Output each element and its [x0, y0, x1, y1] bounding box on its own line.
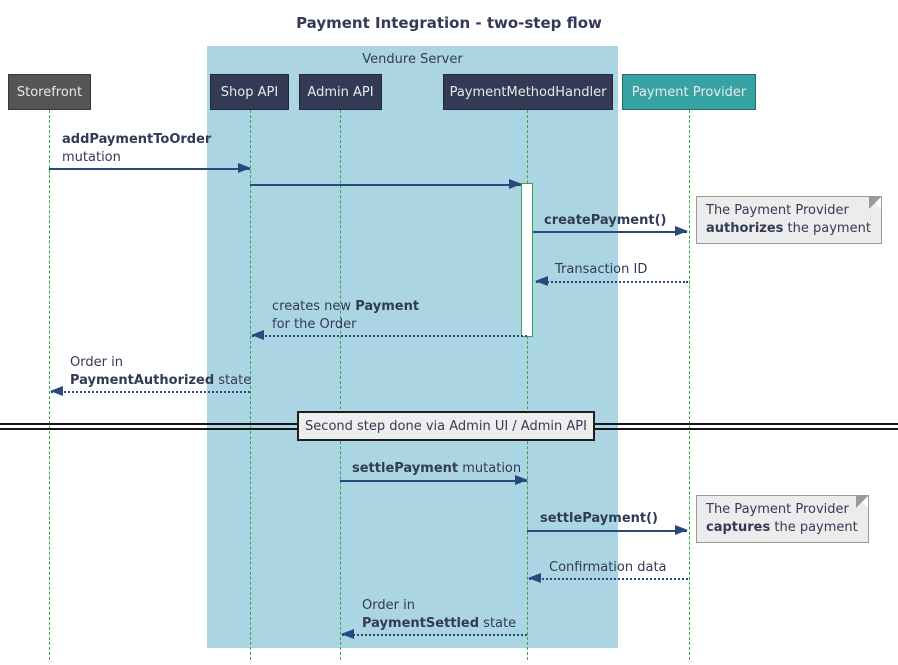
- activation-bar-payment-method-handler: [521, 183, 533, 337]
- message-label-transaction-id: Transaction ID: [555, 261, 647, 279]
- arrow-settle-call: [527, 525, 688, 535]
- divider-label: Second step done via Admin UI / Admin AP…: [305, 418, 587, 434]
- divider-label-box: Second step done via Admin UI / Admin AP…: [297, 411, 595, 441]
- message-order-settled-post: state: [479, 616, 517, 631]
- message-label-creates-payment: creates new Payment for the Order: [272, 298, 419, 334]
- participant-storefront: Storefront: [8, 74, 91, 110]
- lifeline-payment-provider: [689, 110, 690, 660]
- note-authorize-line1: The Payment Provider: [706, 203, 849, 218]
- participant-payment-method-handler-label: PaymentMethodHandler: [449, 84, 607, 100]
- diagram-title: Payment Integration - two-step flow: [296, 14, 602, 32]
- note-authorize-bold: authorizes: [706, 221, 784, 236]
- message-creates-payment-pre: creates new: [272, 299, 356, 314]
- note-capture-bold: captures: [706, 520, 771, 535]
- message-creates-payment-line2: for the Order: [272, 317, 357, 332]
- arrow-transaction-id: [535, 276, 688, 286]
- participant-admin-api: Admin API: [299, 74, 382, 110]
- participant-payment-method-handler: PaymentMethodHandler: [443, 74, 613, 110]
- participant-shop-api: Shop API: [210, 74, 289, 110]
- note-capture-line1: The Payment Provider: [706, 502, 849, 517]
- message-order-settled-bold: PaymentSettled: [362, 616, 480, 631]
- participant-shop-api-label: Shop API: [220, 84, 279, 100]
- message-label-order-authorized: Order in PaymentAuthorized state: [70, 354, 251, 390]
- message-add-payment-bold: addPaymentToOrder: [62, 132, 212, 147]
- participant-payment-provider-label: Payment Provider: [631, 84, 747, 100]
- arrow-create-payment: [533, 226, 688, 236]
- lifeline-shop-api: [250, 110, 251, 660]
- message-label-order-settled: Order in PaymentSettled state: [362, 597, 516, 633]
- note-authorize: The Payment Provider authorizes the paym…: [696, 196, 882, 244]
- participant-admin-api-label: Admin API: [307, 84, 374, 100]
- note-authorize-post: the payment: [783, 221, 871, 236]
- note-capture-post: the payment: [770, 520, 858, 535]
- lifeline-admin-api: [340, 110, 341, 660]
- note-capture: The Payment Provider captures the paymen…: [696, 495, 869, 543]
- lifeline-payment-method-handler: [527, 110, 528, 660]
- message-order-settled-line1: Order in: [362, 598, 415, 613]
- message-label-settle-call: settlePayment(): [540, 510, 658, 528]
- lifeline-storefront: [49, 110, 50, 660]
- participant-payment-provider: Payment Provider: [622, 74, 756, 110]
- message-label-confirmation: Confirmation data: [549, 559, 667, 577]
- message-confirmation-text: Confirmation data: [549, 560, 667, 575]
- message-order-authorized-post: state: [214, 373, 252, 388]
- vendure-server-group: Vendure Server: [207, 46, 618, 648]
- message-settle-mutation-rest: mutation: [458, 461, 522, 476]
- message-label-settle-mutation: settlePayment mutation: [352, 460, 521, 478]
- message-create-payment-bold: createPayment(): [544, 213, 667, 228]
- message-settle-mutation-bold: settlePayment: [352, 461, 459, 476]
- message-settle-call-bold: settlePayment(): [540, 511, 658, 526]
- message-creates-payment-bold: Payment: [355, 299, 420, 314]
- message-add-payment-rest: mutation: [62, 150, 121, 165]
- arrow-creates-payment: [251, 330, 527, 340]
- message-label-add-payment: addPaymentToOrder mutation: [62, 131, 211, 167]
- participant-storefront-label: Storefront: [16, 84, 83, 100]
- vendure-server-label: Vendure Server: [362, 52, 463, 67]
- message-order-authorized-line1: Order in: [70, 355, 123, 370]
- message-transaction-id-text: Transaction ID: [555, 262, 648, 277]
- message-order-authorized-bold: PaymentAuthorized: [70, 373, 215, 388]
- arrow-order-authorized: [50, 386, 250, 396]
- message-label-create-payment: createPayment(): [544, 212, 666, 230]
- arrow-add-payment: [49, 163, 251, 173]
- arrow-settle-mutation: [340, 475, 528, 485]
- arrow-shop-to-handler: [250, 179, 522, 189]
- arrow-confirmation: [528, 573, 688, 583]
- arrow-order-settled: [341, 629, 527, 639]
